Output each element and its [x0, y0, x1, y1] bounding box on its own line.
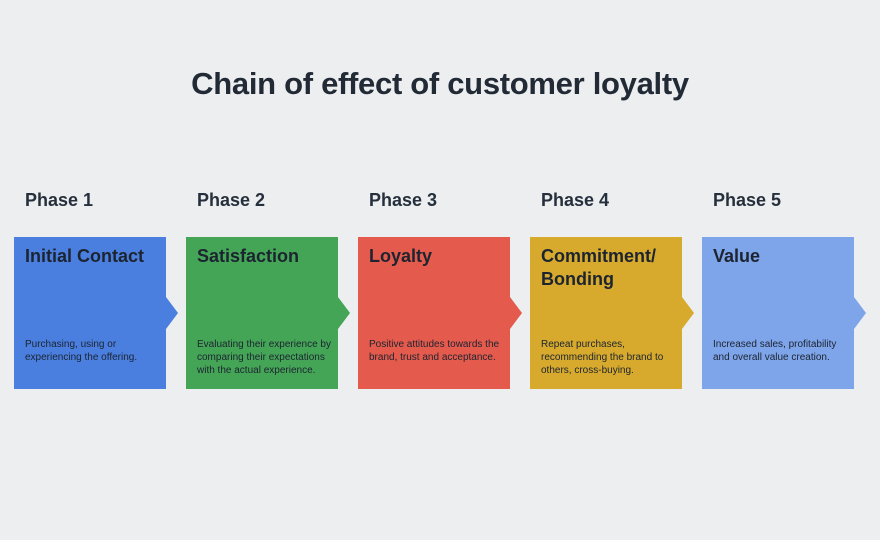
phase-title: Value: [713, 246, 761, 266]
card-shape: [702, 237, 866, 389]
phase-3: Phase 3 Loyalty Positive attitudes towar…: [358, 190, 530, 389]
diagram-title: Chain of effect of customer loyalty: [191, 66, 689, 101]
card-shape: [530, 237, 694, 389]
phase-card: Initial Contact Purchasing, using or exp…: [14, 237, 178, 389]
phase-label: Phase 1: [25, 190, 94, 210]
chevron-arrow-shape: [702, 237, 866, 389]
chevron-arrow-shape: [14, 237, 178, 389]
chevron-arrow-shape: [530, 237, 694, 389]
chevron-arrow-shape: [358, 237, 522, 389]
phase-2: Phase 2 Satisfaction Evaluating their ex…: [186, 190, 358, 389]
phase-label: Phase 2: [197, 190, 266, 210]
phase-title: Loyalty: [369, 246, 433, 266]
phase-card: Value Increased sales, profitability and…: [702, 237, 866, 389]
card-shape: [186, 237, 350, 389]
phase-card: Commitment/ Bonding Repeat purchases, re…: [530, 237, 694, 389]
phase-description: Increased sales, profitability and overa…: [713, 339, 837, 363]
phase-4: Phase 4 Commitment/ Bonding Repeat purch…: [530, 190, 702, 389]
phase-title: Initial Contact: [25, 246, 145, 266]
phase-1: Phase 1 Initial Contact Purchasing, usin…: [14, 190, 186, 389]
chevron-arrow-shape: [186, 237, 350, 389]
card-shape: [358, 237, 522, 389]
phase-label: Phase 4: [541, 190, 610, 210]
phase-title: Commitment/ Bonding: [541, 246, 657, 289]
phase-card: Satisfaction Evaluating their experience…: [186, 237, 350, 389]
card-shape: [14, 237, 178, 389]
phase-label: Phase 3: [369, 190, 438, 210]
phase-5: Phase 5 Value Increased sales, profitabi…: [702, 190, 874, 389]
phase-description: Positive attitudes towards the brand, tr…: [369, 339, 500, 363]
phase-card: Loyalty Positive attitudes towards the b…: [358, 237, 522, 389]
phase-description: Evaluating their experience by comparing…: [197, 339, 331, 376]
phase-title: Satisfaction: [197, 246, 300, 266]
phase-description: Repeat purchases, recommending the brand…: [541, 339, 664, 376]
phase-label: Phase 5: [713, 190, 782, 210]
phase-description: Purchasing, using or experiencing the of…: [25, 339, 138, 363]
